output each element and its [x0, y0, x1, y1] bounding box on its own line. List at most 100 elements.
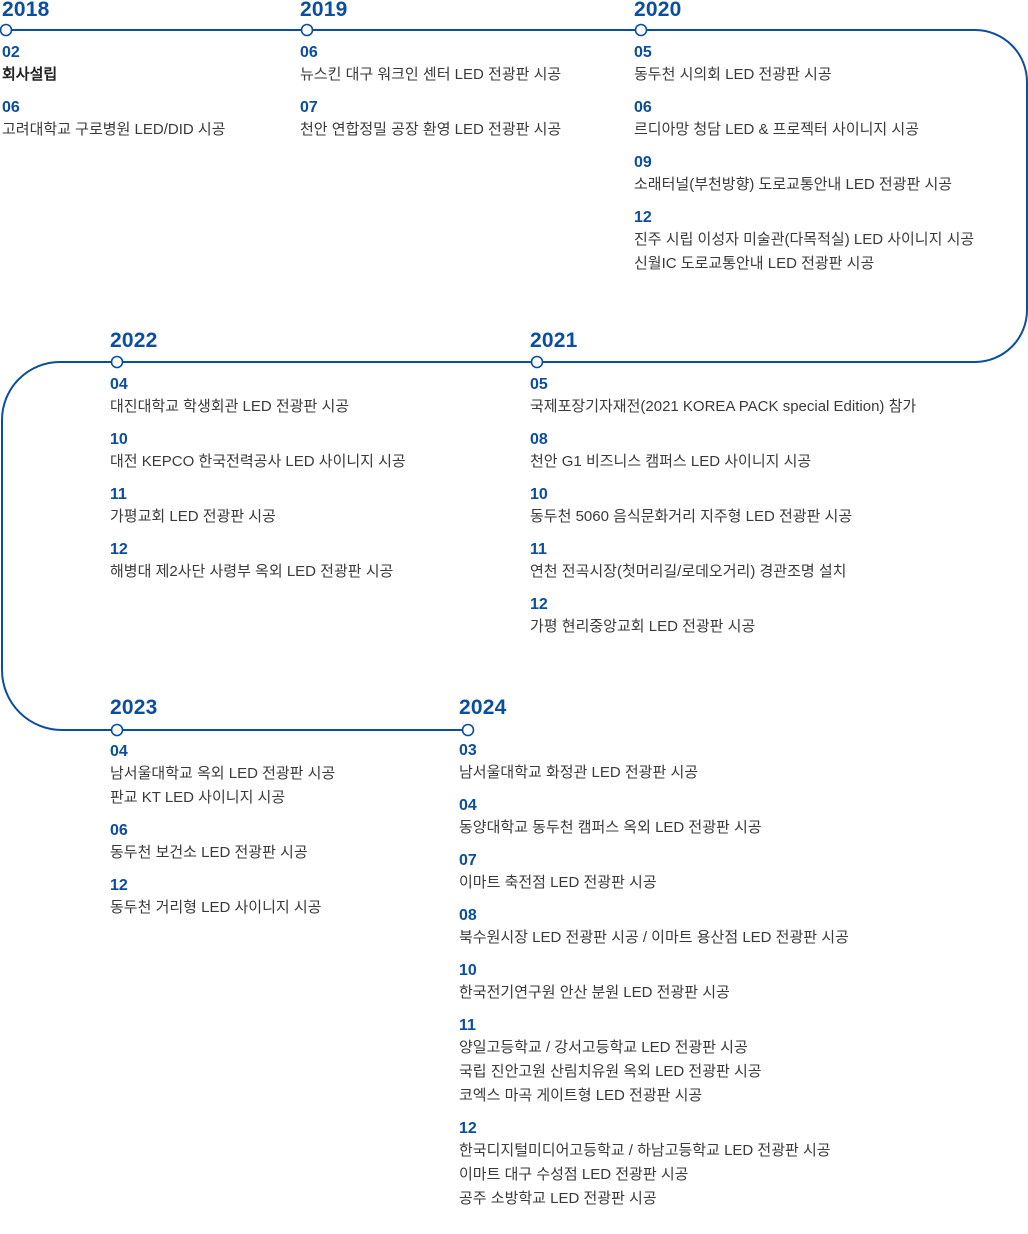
entry-month: 04 [110, 743, 128, 760]
entry: 06 뉴스킨 대구 워크인 센터 LED 전광판 시공 [300, 43, 561, 87]
entry-text: 가평 현리중앙교회 LED 전광판 시공 [530, 618, 756, 635]
entry-text: 르디아망 청담 LED & 프로젝터 사이니지 시공 [634, 121, 919, 138]
entry: 08 북수원시장 LED 전광판 시공 / 이마트 용산점 LED 전광판 시공 [459, 906, 849, 950]
entry-text: 한국디지털미디어고등학교 / 하남고등학교 LED 전광판 시공 [459, 1142, 831, 1159]
entry-text: 북수원시장 LED 전광판 시공 / 이마트 용산점 LED 전광판 시공 [459, 929, 849, 946]
entry: 12 가평 현리중앙교회 LED 전광판 시공 [530, 595, 916, 639]
entry-text: 양일고등학교 / 강서고등학교 LED 전광판 시공 [459, 1039, 748, 1056]
entry-text: 국립 진안고원 산림치유원 옥외 LED 전광판 시공 [459, 1063, 762, 1080]
entry-text: 한국전기연구원 안산 분원 LED 전광판 시공 [459, 984, 730, 1001]
entry-month: 10 [459, 962, 477, 979]
timeline-node-2018 [0, 23, 13, 37]
entry-text: 동양대학교 동두천 캠퍼스 옥외 LED 전광판 시공 [459, 819, 762, 836]
entry-month: 07 [300, 99, 318, 116]
entry-text: 대진대학교 학생회관 LED 전광판 시공 [110, 398, 350, 415]
entry: 04 대진대학교 학생회관 LED 전광판 시공 [110, 375, 406, 419]
timeline-node-2019 [300, 23, 314, 37]
entry-text: 공주 소방학교 LED 전광판 시공 [459, 1190, 657, 1207]
entry-month: 11 [110, 486, 127, 503]
entry-month: 04 [110, 376, 128, 393]
entry-text: 진주 시립 이성자 미술관(다목적실) LED 사이니지 시공 [634, 231, 975, 248]
entry-month: 05 [634, 44, 652, 61]
entry: 11 양일고등학교 / 강서고등학교 LED 전광판 시공 국립 진안고원 산림… [459, 1016, 849, 1108]
entry-text: 해병대 제2사단 사령부 옥외 LED 전광판 시공 [110, 563, 394, 580]
timeline-line [0, 29, 1028, 731]
entry-month: 08 [530, 431, 548, 448]
entry: 05 국제포장기자재전(2021 KOREA PACK special Edit… [530, 375, 916, 419]
entry-month: 06 [110, 822, 128, 839]
entry-text: 소래터널(부천방향) 도로교통안내 LED 전광판 시공 [634, 176, 953, 193]
entry-text: 판교 KT LED 사이니지 시공 [110, 789, 286, 806]
year-label-2023: 2023 [110, 696, 158, 719]
entry-text: 연천 전곡시장(첫머리길/로데오거리) 경관조명 설치 [530, 563, 847, 580]
entry: 08 천안 G1 비즈니스 캠퍼스 LED 사이니지 시공 [530, 430, 916, 474]
entry-month: 06 [634, 99, 652, 116]
entry-month: 12 [459, 1120, 477, 1137]
entry-text: 신월IC 도로교통안내 LED 전광판 시공 [634, 255, 875, 272]
year-label-2020: 2020 [634, 0, 682, 21]
timeline-node-2023 [110, 723, 124, 737]
year-label-2021: 2021 [530, 329, 578, 352]
timeline-node-2024 [461, 723, 475, 737]
entry-month: 02 [2, 44, 20, 61]
entry-text: 뉴스킨 대구 워크인 센터 LED 전광판 시공 [300, 66, 562, 83]
year-label-2018: 2018 [2, 0, 50, 21]
timeline-node-2020 [634, 23, 648, 37]
year-label-2019: 2019 [300, 0, 348, 21]
year-block-2018: 02 회사설립 06 고려대학교 구로병원 LED/DID 시공 [2, 43, 225, 153]
entry-text: 코엑스 마곡 게이트형 LED 전광판 시공 [459, 1087, 703, 1104]
entry-text: 동두천 시의회 LED 전광판 시공 [634, 66, 832, 83]
year-block-2022: 04 대진대학교 학생회관 LED 전광판 시공 10 대전 KEPCO 한국전… [110, 375, 406, 595]
entry-month: 09 [634, 154, 652, 171]
entry-month: 12 [530, 596, 548, 613]
entry-text: 이마트 대구 수성점 LED 전광판 시공 [459, 1166, 689, 1183]
entry-text: 대전 KEPCO 한국전력공사 LED 사이니지 시공 [110, 453, 406, 470]
entry-text: 동두천 5060 음식문화거리 지주형 LED 전광판 시공 [530, 508, 853, 525]
entry-text: 회사설립 [2, 66, 58, 83]
entry: 12 동두천 거리형 LED 사이니지 시공 [110, 876, 335, 920]
entry: 07 이마트 축전점 LED 전광판 시공 [459, 851, 849, 895]
entry: 12 해병대 제2사단 사령부 옥외 LED 전광판 시공 [110, 540, 406, 584]
entry-text: 고려대학교 구로병원 LED/DID 시공 [2, 121, 226, 138]
entry-month: 07 [459, 852, 477, 869]
entry: 05 동두천 시의회 LED 전광판 시공 [634, 43, 974, 87]
entry: 06 르디아망 청담 LED & 프로젝터 사이니지 시공 [634, 98, 974, 142]
entry: 04 동양대학교 동두천 캠퍼스 옥외 LED 전광판 시공 [459, 796, 849, 840]
entry-month: 03 [459, 742, 477, 759]
entry: 07 천안 연합정밀 공장 환영 LED 전광판 시공 [300, 98, 561, 142]
entry-month: 12 [110, 877, 128, 894]
entry-month: 06 [300, 44, 318, 61]
entry: 12 한국디지털미디어고등학교 / 하남고등학교 LED 전광판 시공 이마트 … [459, 1119, 849, 1211]
entry-text: 국제포장기자재전(2021 KOREA PACK special Edition… [530, 398, 917, 415]
entry-month: 10 [530, 486, 548, 503]
entry-text: 남서울대학교 옥외 LED 전광판 시공 [110, 765, 336, 782]
year-block-2023: 04 남서울대학교 옥외 LED 전광판 시공 판교 KT LED 사이니지 시… [110, 742, 335, 931]
entry: 09 소래터널(부천방향) 도로교통안내 LED 전광판 시공 [634, 153, 974, 197]
year-block-2024: 03 남서울대학교 화정관 LED 전광판 시공 04 동양대학교 동두천 캠퍼… [459, 741, 849, 1222]
entry-text: 동두천 보건소 LED 전광판 시공 [110, 844, 308, 861]
entry-month: 04 [459, 797, 477, 814]
year-label-2022: 2022 [110, 329, 158, 352]
entry: 10 동두천 5060 음식문화거리 지주형 LED 전광판 시공 [530, 485, 916, 529]
entry-month: 10 [110, 431, 128, 448]
entry: 11 연천 전곡시장(첫머리길/로데오거리) 경관조명 설치 [530, 540, 916, 584]
entry-text: 동두천 거리형 LED 사이니지 시공 [110, 899, 322, 916]
entry-text: 천안 연합정밀 공장 환영 LED 전광판 시공 [300, 121, 562, 138]
entry: 02 회사설립 [2, 43, 225, 87]
entry: 06 동두천 보건소 LED 전광판 시공 [110, 821, 335, 865]
year-block-2020: 05 동두천 시의회 LED 전광판 시공 06 르디아망 청담 LED & 프… [634, 43, 974, 287]
entry-month: 05 [530, 376, 548, 393]
entry-text: 남서울대학교 화정관 LED 전광판 시공 [459, 764, 699, 781]
entry: 11 가평교회 LED 전광판 시공 [110, 485, 406, 529]
entry-month: 12 [110, 541, 128, 558]
entry-text: 천안 G1 비즈니스 캠퍼스 LED 사이니지 시공 [530, 453, 812, 470]
year-block-2019: 06 뉴스킨 대구 워크인 센터 LED 전광판 시공 07 천안 연합정밀 공… [300, 43, 561, 153]
entry-month: 12 [634, 209, 652, 226]
timeline-node-2022 [110, 355, 124, 369]
timeline-node-2021 [530, 355, 544, 369]
entry-text: 이마트 축전점 LED 전광판 시공 [459, 874, 657, 891]
entry-month: 08 [459, 907, 477, 924]
entry: 04 남서울대학교 옥외 LED 전광판 시공 판교 KT LED 사이니지 시… [110, 742, 335, 810]
year-block-2021: 05 국제포장기자재전(2021 KOREA PACK special Edit… [530, 375, 916, 650]
